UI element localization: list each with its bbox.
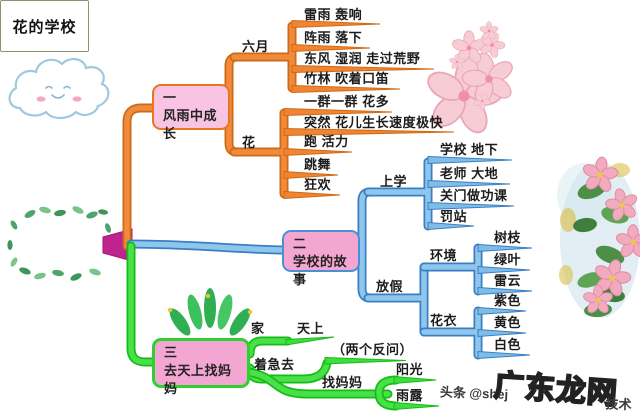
- leaf-school-underground: 学校 地下: [440, 142, 499, 157]
- leaf-yellow: 黄色: [494, 315, 522, 330]
- center-leaves-decoration: [7, 206, 115, 281]
- branch-one-number: 一: [163, 90, 177, 105]
- leaf-run-vitality: 跑 活力: [304, 134, 349, 149]
- branch-two-node: 二 学校的故事: [282, 230, 360, 287]
- branch-one-node: 一 风雨中成长: [152, 84, 230, 141]
- node-anxious-to-go: 着急去: [254, 357, 295, 372]
- branch-three-number: 三: [164, 345, 178, 360]
- leaf-sky: 天上: [297, 321, 325, 336]
- branch-one-lines: [122, 19, 455, 251]
- leaf-green-leaves: 绿叶: [494, 252, 522, 267]
- leaf-shower: 阵雨 落下: [304, 30, 363, 45]
- node-flower: 花: [242, 135, 256, 150]
- leaf-dance: 跳舞: [304, 157, 332, 172]
- root-node: 花的学校: [0, 0, 89, 52]
- leaf-thunder: 雷雨 轰响: [304, 7, 363, 22]
- leaf-thundercloud: 雷云: [494, 273, 522, 288]
- grass-plant-decoration: [167, 288, 253, 336]
- node-flower-dress: 花衣: [430, 313, 458, 328]
- branch-two-number: 二: [293, 236, 307, 251]
- leaf-sudden-growth: 突然 花儿生长速度极快: [304, 115, 444, 130]
- watermark-big-text: 广东龙网: [492, 368, 620, 412]
- leaf-homework-behind-doors: 关门做功课: [440, 188, 508, 203]
- branch-two-lines: [126, 155, 533, 360]
- branch-two-title: 学校的故事: [293, 254, 348, 287]
- leaf-tree-branch: 树枝: [494, 230, 522, 245]
- node-home: 家: [251, 321, 265, 336]
- leaf-carnival: 狂欢: [304, 177, 332, 192]
- node-find-mother: 找妈妈: [322, 375, 363, 390]
- leaf-rain-dew: 雨露: [396, 388, 424, 403]
- lotus-pond-decoration: [557, 153, 640, 318]
- branch-three-title: 去天上找妈妈: [164, 363, 232, 396]
- cloud-decoration: [8, 58, 110, 120]
- leaf-white: 白色: [494, 337, 522, 352]
- leaf-east-wind: 东风 湿润 走过荒野: [304, 51, 421, 66]
- branch-three-node: 三 去天上找妈妈: [152, 338, 250, 396]
- watermark-suffix: 技术: [605, 396, 632, 413]
- leaf-two-rhetorical-questions: （两个反问）: [332, 342, 414, 357]
- branch-one-title: 风雨中成长: [163, 108, 218, 141]
- leaf-sunshine: 阳光: [396, 362, 424, 377]
- node-go-to-school: 上学: [380, 174, 408, 189]
- leaf-purple: 紫色: [494, 293, 522, 308]
- leaf-groups-of-flowers: 一群一群 花多: [304, 94, 390, 109]
- branch-three-lines: [126, 241, 440, 411]
- leaf-punish-standing: 罚站: [440, 209, 468, 224]
- node-holiday: 放假: [376, 279, 404, 294]
- leaf-bamboo-flute: 竹林 吹着口笛: [304, 71, 390, 86]
- node-environment: 环境: [430, 248, 458, 263]
- root-node-label: 花的学校: [12, 18, 77, 36]
- watermark: 头条 @shej 广东龙网 技术: [437, 360, 640, 416]
- leaf-teacher-earth: 老师 大地: [440, 166, 499, 181]
- node-june: 六月: [242, 39, 270, 54]
